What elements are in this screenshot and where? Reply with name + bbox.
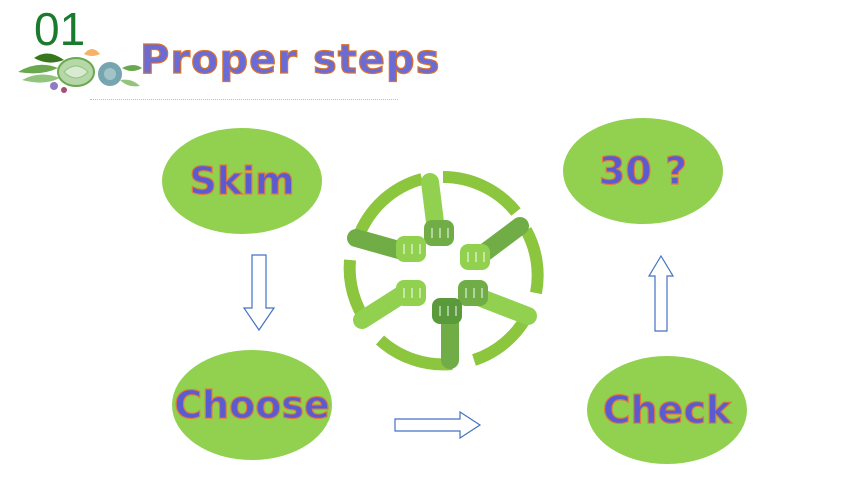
arrow-up-icon	[648, 254, 674, 332]
step-check: Check	[587, 356, 747, 464]
teamwork-hands-circle-icon	[343, 171, 544, 371]
arrow-right-icon	[394, 410, 482, 440]
step-check-label: Check	[602, 387, 732, 432]
step-skim: Skim	[162, 128, 322, 234]
step-skim-label: Skim	[189, 158, 295, 203]
step-count-label: 30 ?	[598, 148, 688, 193]
step-choose: Choose	[172, 350, 332, 460]
succulent-plants-icon	[18, 49, 142, 93]
title-divider	[90, 99, 398, 100]
step-count: 30 ?	[563, 118, 723, 224]
step-choose-label: Choose	[174, 382, 331, 427]
arrow-down-icon	[242, 254, 276, 332]
section-number: 01	[34, 3, 86, 55]
page-title: Proper steps	[139, 37, 441, 83]
